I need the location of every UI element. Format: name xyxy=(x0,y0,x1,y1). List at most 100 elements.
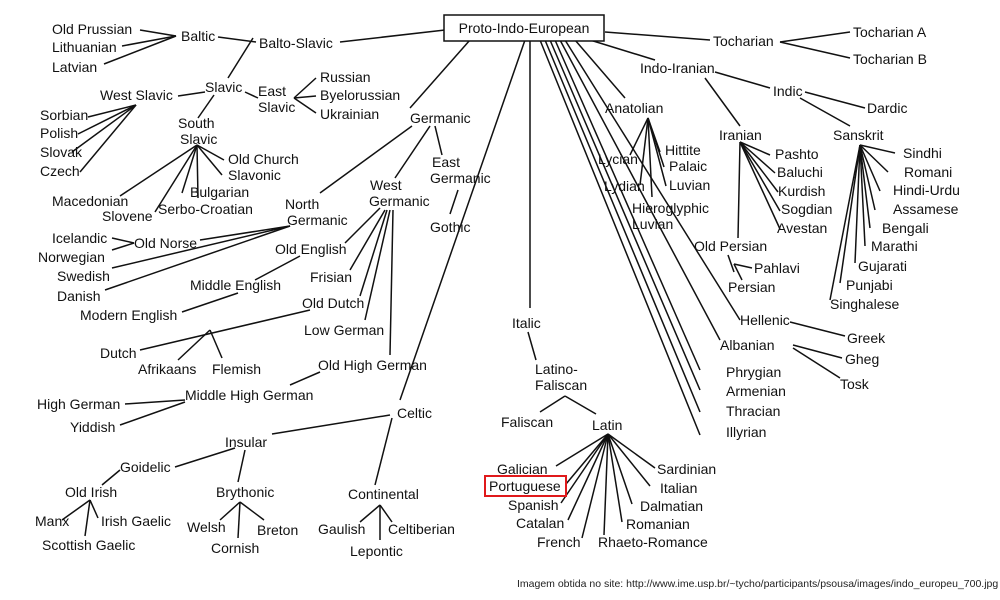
node-hindi-urdu: Hindi-Urdu xyxy=(893,182,960,198)
node-old-dutch: Old Dutch xyxy=(302,295,364,311)
node-bengali: Bengali xyxy=(882,220,929,236)
node-albanian: Albanian xyxy=(720,337,775,353)
node-west-germanic: West xyxy=(370,177,402,193)
node-balto-slavic: Balto-Slavic xyxy=(259,35,333,51)
root-node-box xyxy=(443,14,605,42)
node-hieroglyphic-luvian: Hieroglyphic xyxy=(632,200,709,216)
node-faliscan: Faliscan xyxy=(501,414,553,430)
node-norwegian: Norwegian xyxy=(38,249,105,265)
node-gheg: Gheg xyxy=(845,351,879,367)
node-lycian: Lycian xyxy=(598,151,638,167)
node-kurdish: Kurdish xyxy=(778,183,825,199)
node-old-high-german: Old High German xyxy=(318,357,427,373)
node-east-germanic: East xyxy=(432,154,460,170)
node-welsh: Welsh xyxy=(187,519,226,535)
node-old-church-slavonic-2: Slavonic xyxy=(228,167,281,183)
node-slovene: Slovene xyxy=(102,208,153,224)
node-iranian: Iranian xyxy=(719,127,762,143)
node-south-slavic-2: Slavic xyxy=(180,131,217,147)
node-galician: Galician xyxy=(497,461,548,477)
node-byelorussian: Byelorussian xyxy=(320,87,400,103)
node-old-church-slavonic: Old Church xyxy=(228,151,299,167)
node-lepontic: Lepontic xyxy=(350,543,403,559)
node-flemish: Flemish xyxy=(212,361,261,377)
node-macedonian: Macedonian xyxy=(52,193,128,209)
node-east-germanic-2: Germanic xyxy=(430,170,491,186)
node-indic: Indic xyxy=(773,83,803,99)
node-romanian: Romanian xyxy=(626,516,690,532)
node-tocharian: Tocharian xyxy=(713,33,774,49)
node-anatolian: Anatolian xyxy=(605,100,663,116)
node-ukrainian: Ukrainian xyxy=(320,106,379,122)
node-danish: Danish xyxy=(57,288,101,304)
node-afrikaans: Afrikaans xyxy=(138,361,196,377)
node-west-germanic-2: Germanic xyxy=(369,193,430,209)
node-modern-english: Modern English xyxy=(80,307,177,323)
node-germanic: Germanic xyxy=(410,110,471,126)
node-palaic: Palaic xyxy=(669,158,707,174)
node-dardic: Dardic xyxy=(867,100,907,116)
node-celtiberian: Celtiberian xyxy=(388,521,455,537)
node-rhaeto-romance: Rhaeto-Romance xyxy=(598,534,708,550)
node-italic: Italic xyxy=(512,315,541,331)
node-pahlavi: Pahlavi xyxy=(754,260,800,276)
node-french: French xyxy=(537,534,581,550)
node-spanish: Spanish xyxy=(508,497,559,513)
node-thracian: Thracian xyxy=(726,403,780,419)
node-portuguese: Portuguese xyxy=(489,478,561,494)
node-luvian: Luvian xyxy=(669,177,710,193)
node-indo-iranian: Indo-Iranian xyxy=(640,60,715,76)
node-hellenic: Hellenic xyxy=(740,312,790,328)
root-node-label: Proto-Indo-European xyxy=(459,20,590,36)
image-source-caption: Imagem obtida no site: http://www.ime.us… xyxy=(517,578,999,590)
node-romani: Romani xyxy=(904,164,952,180)
node-old-prussian: Old Prussian xyxy=(52,21,132,37)
node-breton: Breton xyxy=(257,522,298,538)
node-continental: Continental xyxy=(348,486,419,502)
node-slavic: Slavic xyxy=(205,79,242,95)
node-gaulish: Gaulish xyxy=(318,521,365,537)
node-italian: Italian xyxy=(660,480,697,496)
node-celtic: Celtic xyxy=(397,405,432,421)
node-baltic: Baltic xyxy=(181,28,215,44)
node-swedish: Swedish xyxy=(57,268,110,284)
node-old-english: Old English xyxy=(275,241,347,257)
node-greek: Greek xyxy=(847,330,886,346)
node-bulgarian: Bulgarian xyxy=(190,184,249,200)
node-sogdian: Sogdian xyxy=(781,201,832,217)
node-middle-english: Middle English xyxy=(190,277,281,293)
node-armenian: Armenian xyxy=(726,383,786,399)
node-east-slavic-2: Slavic xyxy=(258,99,295,115)
node-north-germanic: North xyxy=(285,196,319,212)
node-punjabi: Punjabi xyxy=(846,277,893,293)
node-sardinian: Sardinian xyxy=(657,461,716,477)
tree-edges xyxy=(61,29,896,540)
node-latino-faliscan: Latino- xyxy=(535,361,578,377)
node-east-slavic: East xyxy=(258,83,286,99)
node-old-persian: Old Persian xyxy=(694,238,767,254)
node-czech: Czech xyxy=(40,163,80,179)
node-lithuanian: Lithuanian xyxy=(52,39,117,55)
node-tocharian-b: Tocharian B xyxy=(853,51,927,67)
node-hieroglyphic-luvian-2: Luvian xyxy=(632,216,673,232)
node-polish: Polish xyxy=(40,125,78,141)
node-south-slavic: South xyxy=(178,115,215,131)
node-baluchi: Baluchi xyxy=(777,164,823,180)
node-latin: Latin xyxy=(592,417,622,433)
node-illyrian: Illyrian xyxy=(726,424,766,440)
node-hittite: Hittite xyxy=(665,142,701,158)
tree-labels: Old Prussian Lithuanian Latvian Baltic B… xyxy=(35,21,960,559)
node-goidelic: Goidelic xyxy=(120,459,171,475)
node-insular: Insular xyxy=(225,434,267,450)
node-slovak: Slovak xyxy=(40,144,83,160)
node-assamese: Assamese xyxy=(893,201,959,217)
node-catalan: Catalan xyxy=(516,515,564,531)
node-dutch: Dutch xyxy=(100,345,137,361)
node-old-irish: Old Irish xyxy=(65,484,117,500)
node-irish-gaelic: Irish Gaelic xyxy=(101,513,171,529)
node-sorbian: Sorbian xyxy=(40,107,88,123)
node-lydian: Lydian xyxy=(604,178,645,194)
node-sanskrit: Sanskrit xyxy=(833,127,884,143)
node-icelandic: Icelandic xyxy=(52,230,107,246)
